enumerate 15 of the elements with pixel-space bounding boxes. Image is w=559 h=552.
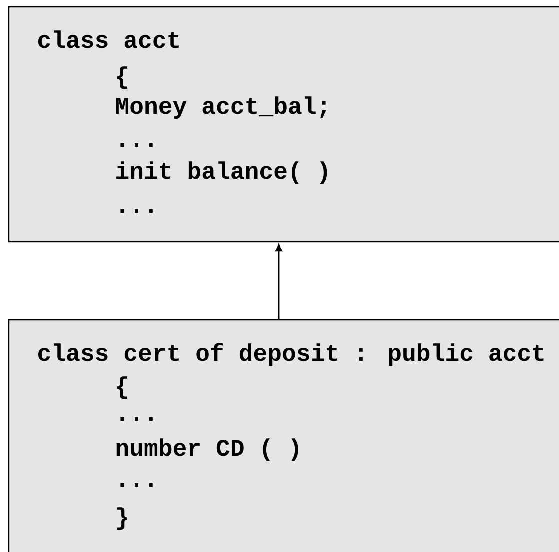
- code-line: class cert of deposit : public acct: [38, 343, 544, 366]
- code-line: {: [117, 376, 128, 399]
- code-line: Money acct_bal;: [116, 96, 326, 119]
- code-line: {: [117, 66, 128, 89]
- code-line: ...: [120, 483, 153, 487]
- code-line: number CD ( ): [116, 438, 298, 461]
- arrow: [276, 244, 282, 319]
- code-line: }: [117, 508, 128, 530]
- code-line: ...: [120, 417, 153, 421]
- code-line: init balance( ): [116, 162, 328, 184]
- class-box: [8, 6, 559, 243]
- class-box: [8, 319, 559, 552]
- code-line: ...: [120, 209, 153, 213]
- code-line: ...: [120, 143, 153, 147]
- code-line: class acct: [38, 30, 179, 48]
